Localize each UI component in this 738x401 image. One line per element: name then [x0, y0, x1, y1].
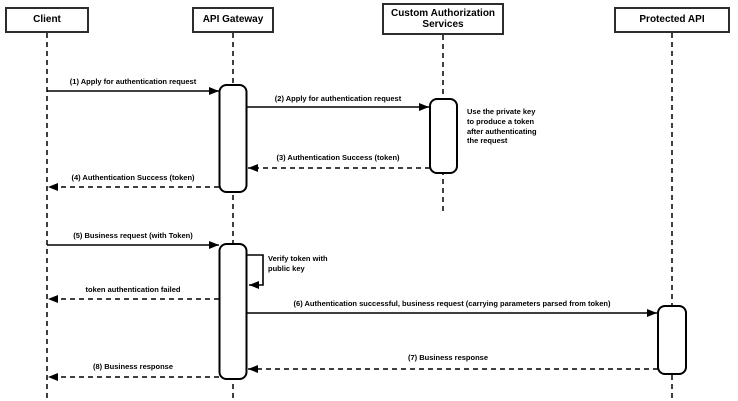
activation-api-gateway-auth — [218, 84, 248, 193]
message-label-6: (6) Authentication successful, business … — [293, 299, 611, 308]
note-private-key: Use the private key to produce a token a… — [467, 107, 537, 146]
message-label-5: (5) Business request (with Token) — [73, 231, 193, 240]
message-label-8: (8) Business response — [92, 362, 174, 371]
participant-client: Client — [5, 7, 89, 33]
self-message-verify-token — [247, 254, 264, 289]
message-label-1: (1) Apply for authentication request — [69, 77, 197, 86]
participant-protected-api: Protected API — [614, 7, 730, 33]
participant-custom-authorization-services: Custom Authorization Services — [382, 3, 504, 35]
message-label-2: (2) Apply for authentication request — [274, 94, 402, 103]
note-verify-token: Verify token with public key — [268, 254, 328, 273]
participant-client-label: Client — [33, 14, 61, 26]
activation-custom-auth — [429, 98, 458, 174]
message-label-token-failed: token authentication failed — [85, 285, 181, 294]
message-label-7: (7) Business response — [407, 353, 489, 362]
participant-protected-api-label: Protected API — [639, 14, 705, 26]
message-label-4: (4) Authentication Success (token) — [71, 173, 195, 182]
participant-api-gateway-label: API Gateway — [202, 14, 264, 26]
participant-api-gateway: API Gateway — [192, 7, 274, 33]
message-label-3: (3) Authentication Success (token) — [276, 153, 400, 162]
activation-protected-api — [657, 305, 687, 375]
activation-api-gateway-business — [218, 243, 248, 380]
participant-custom-authorization-services-label: Custom Authorization Services — [390, 7, 496, 31]
